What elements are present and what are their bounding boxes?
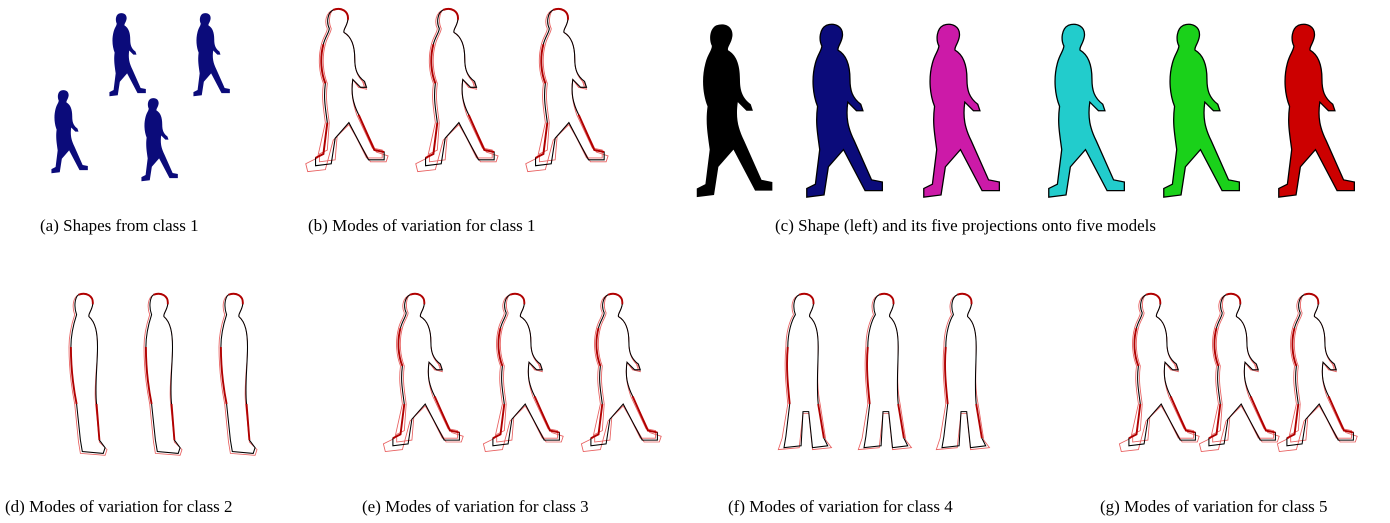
caption-d: (d) Modes of variation for class 2 — [5, 497, 233, 516]
panel-d-modes — [68, 292, 258, 457]
panel-b — [292, 5, 622, 205]
silhouette-c-proj5 — [1278, 23, 1355, 198]
panel-f — [765, 290, 1005, 485]
mode-f1 — [777, 292, 833, 451]
panel-c-projections — [696, 23, 1355, 198]
mode-g3 — [1276, 292, 1359, 453]
mode-d3 — [218, 292, 258, 457]
panel-d — [50, 290, 270, 485]
panel-f-modes — [777, 292, 991, 451]
silhouette-c-proj2 — [923, 23, 1000, 198]
caption-b: (b) Modes of variation for class 1 — [308, 216, 536, 235]
caption-e: (e) Modes of variation for class 3 — [362, 497, 589, 516]
panel-c — [665, 8, 1385, 208]
panel-g-modes — [1118, 292, 1359, 453]
mode-g1 — [1118, 292, 1201, 453]
panel-a — [20, 8, 265, 203]
silhouette-a1 — [109, 13, 146, 97]
mode-b1 — [304, 7, 390, 173]
mode-e3 — [580, 292, 663, 453]
mode-g2 — [1198, 292, 1281, 453]
mode-f3 — [935, 292, 991, 451]
panel-g — [1108, 290, 1368, 485]
silhouette-c-proj4 — [1163, 23, 1240, 198]
mode-d1 — [68, 292, 108, 457]
mode-d2 — [143, 292, 183, 457]
caption-c: (c) Shape (left) and its five projection… — [775, 216, 1156, 235]
silhouette-c-proj3 — [1048, 23, 1125, 198]
mode-e2 — [482, 292, 565, 453]
mode-b2 — [414, 7, 500, 173]
panel-e-modes — [382, 292, 663, 453]
panel-a-silhouettes — [51, 13, 230, 182]
caption-g: (g) Modes of variation for class 5 — [1100, 497, 1328, 516]
silhouette-c-original — [696, 24, 773, 198]
caption-f: (f) Modes of variation for class 4 — [728, 497, 953, 516]
mode-e1 — [382, 292, 465, 453]
mode-f2 — [857, 292, 913, 451]
caption-a: (a) Shapes from class 1 — [40, 216, 199, 235]
panel-b-modes — [304, 7, 610, 173]
silhouette-a2 — [193, 13, 230, 97]
silhouette-a4 — [141, 98, 178, 182]
silhouette-a3 — [51, 90, 88, 174]
mode-b3 — [524, 7, 610, 173]
silhouette-c-proj1 — [806, 23, 883, 198]
panel-e — [372, 290, 672, 485]
